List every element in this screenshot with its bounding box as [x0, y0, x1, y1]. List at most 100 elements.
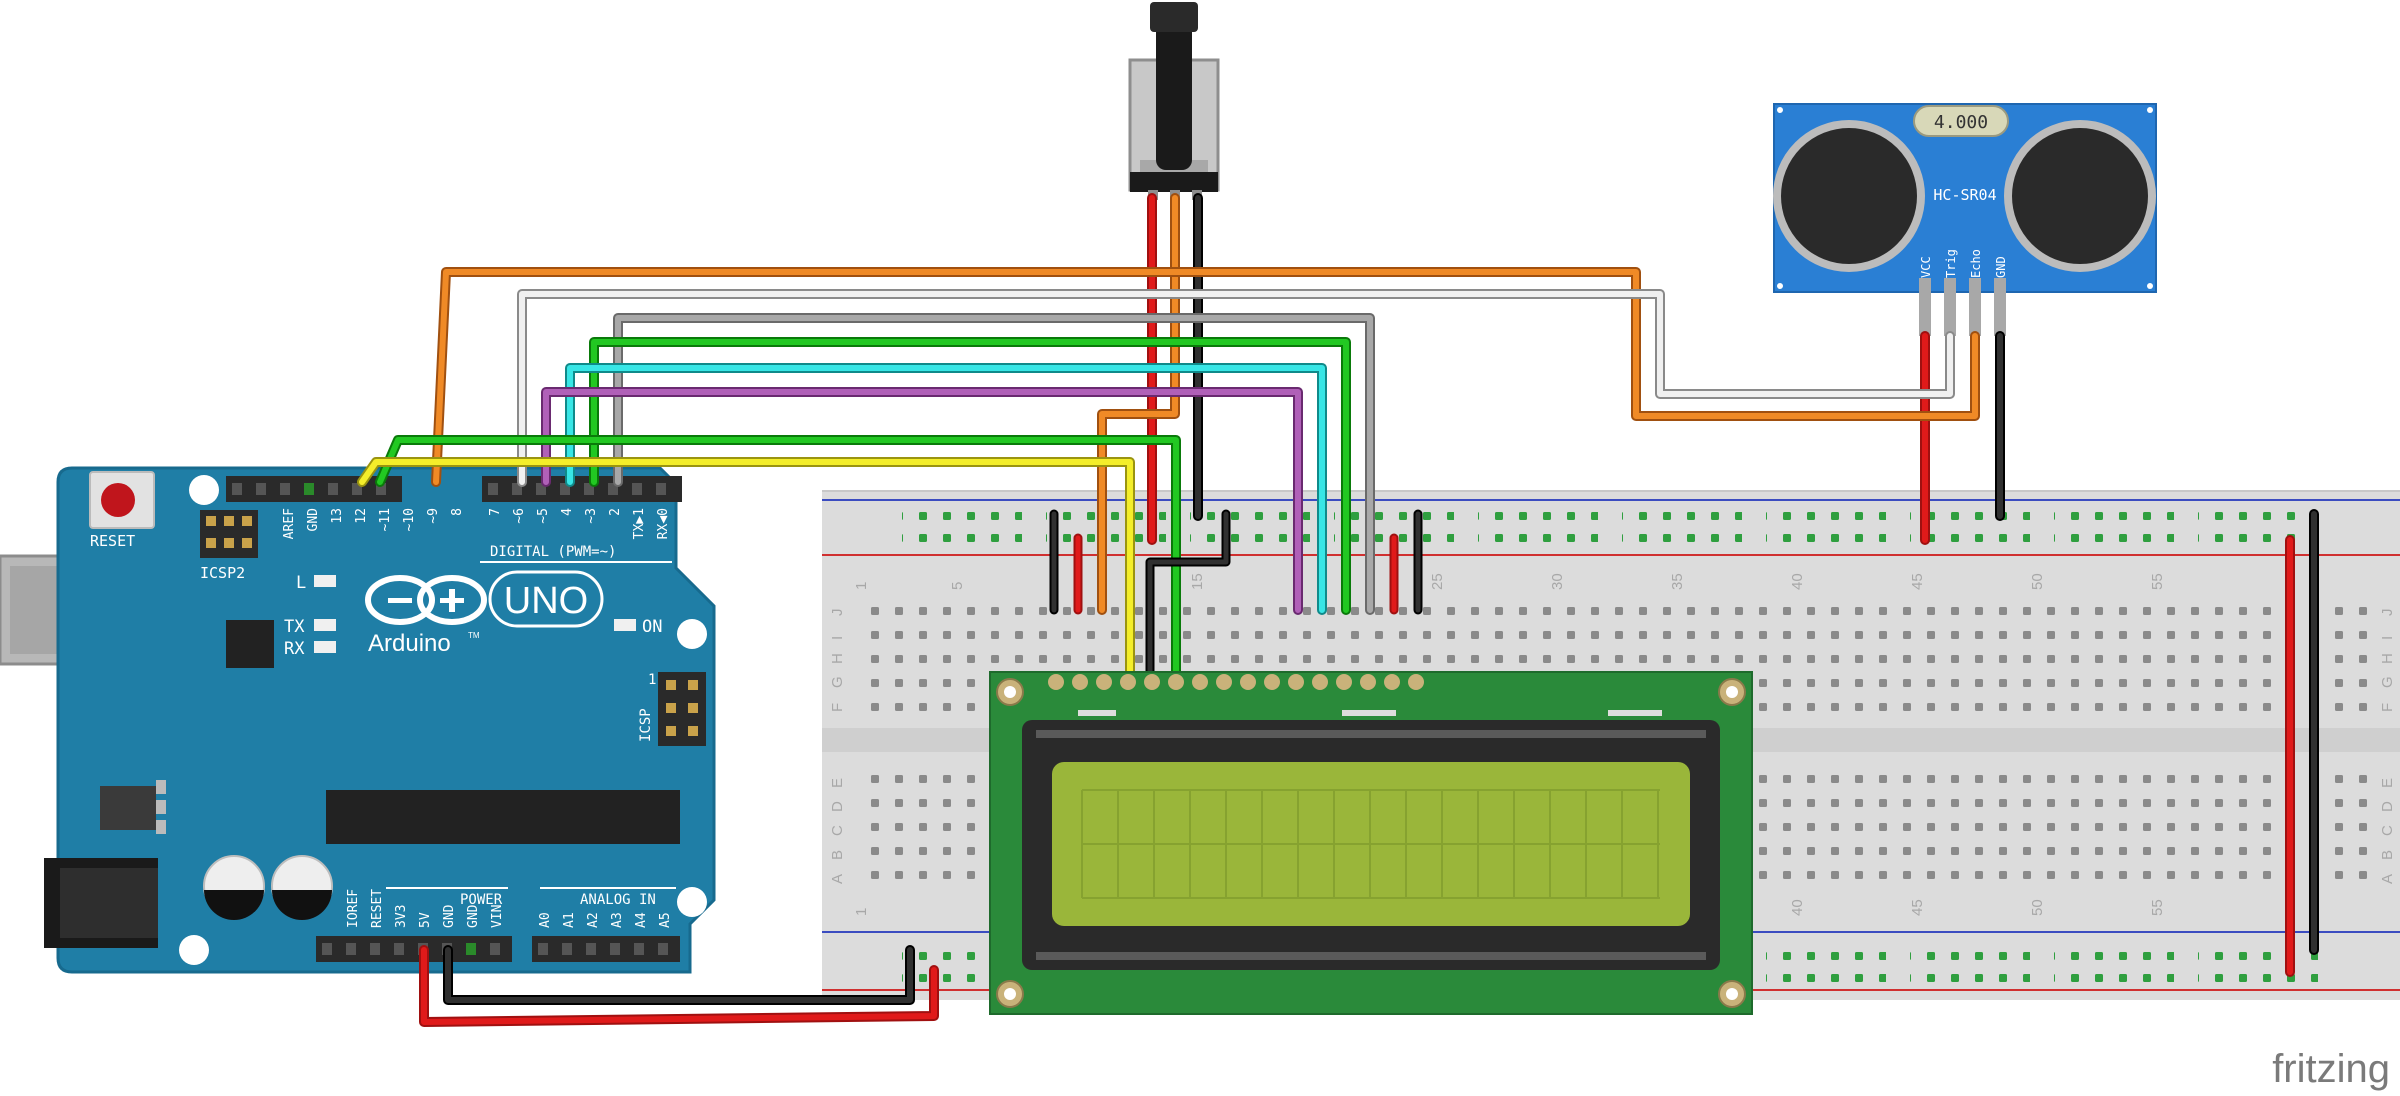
crystal — [1913, 105, 2009, 137]
svg-text:25: 25 — [1429, 573, 1446, 590]
svg-text:~9: ~9 — [426, 508, 441, 524]
led-on — [614, 619, 636, 631]
column-numbers-bottom: 1 40 45 50 55 — [853, 899, 2166, 916]
arduino-brand: Arduino — [368, 630, 451, 657]
svg-text:Echo: Echo — [1969, 249, 1983, 278]
svg-text:GND: GND — [442, 904, 457, 928]
trademark: TM — [468, 631, 480, 640]
icsp-header — [658, 672, 706, 746]
arduino-logo — [365, 570, 604, 628]
sensor-model: HC-SR04 — [1933, 186, 1996, 204]
svg-text:15: 15 — [1189, 573, 1206, 590]
uno-label: UNO — [504, 580, 588, 622]
svg-text:8: 8 — [450, 508, 465, 516]
svg-text:GND: GND — [466, 904, 481, 928]
arduino-pcb — [56, 466, 716, 974]
svg-text:A4: A4 — [634, 912, 649, 928]
power-header — [316, 936, 512, 962]
lcd-header-pins — [1048, 674, 1424, 690]
svg-text:Trig: Trig — [1944, 249, 1958, 278]
svg-text:30: 30 — [1549, 573, 1566, 590]
crystal-label: 4.000 — [1934, 112, 1988, 133]
svg-text:I: I — [2379, 636, 2396, 640]
svg-text:C: C — [2379, 825, 2396, 836]
svg-text:~10: ~10 — [402, 508, 417, 531]
digital-header — [226, 476, 682, 502]
reset-label: RESET — [90, 532, 135, 550]
icsp-label: ICSP — [638, 708, 654, 742]
svg-text:B: B — [2379, 850, 2396, 860]
svg-text:E: E — [829, 778, 846, 788]
svg-text:3V3: 3V3 — [394, 905, 409, 928]
led-l — [314, 575, 336, 587]
column-numbers-top: 1 5 15 25 30 35 40 45 50 55 — [853, 573, 2166, 590]
svg-text:RX◀0: RX◀0 — [656, 508, 671, 539]
fritzing-logo: fritzing — [2272, 1047, 2390, 1091]
svg-text:1: 1 — [853, 582, 870, 590]
svg-text:J: J — [829, 609, 846, 617]
lcd-character-grid — [1081, 789, 1660, 899]
analog-header — [532, 936, 680, 962]
svg-text:5V: 5V — [418, 912, 433, 928]
svg-text:H: H — [829, 653, 846, 664]
power-pin-labels: IOREF RESET 3V3 5V GND GND VIN — [346, 889, 505, 928]
led-tx — [314, 619, 336, 631]
svg-text:2: 2 — [608, 508, 623, 516]
atmega-chip — [326, 790, 680, 844]
reset-button[interactable] — [89, 471, 155, 529]
svg-text:A: A — [2379, 874, 2396, 884]
svg-text:55: 55 — [2149, 573, 2166, 590]
mounting-hole — [677, 887, 707, 917]
hc-sr04-sensor: 4.000 HC-SR04 VCC Trig Echo GND — [1773, 103, 2157, 336]
potentiometer — [1128, 2, 1220, 200]
svg-text:40: 40 — [1789, 899, 1806, 916]
icsp-pin-one: 1 — [648, 672, 656, 688]
transmitter — [1773, 120, 1925, 272]
receiver — [2004, 120, 2156, 272]
svg-text:GND: GND — [306, 508, 321, 532]
svg-text:12: 12 — [354, 508, 369, 524]
svg-text:B: B — [829, 850, 846, 860]
svg-text:IOREF: IOREF — [346, 889, 361, 928]
svg-text:35: 35 — [1669, 573, 1686, 590]
svg-text:55: 55 — [2149, 899, 2166, 916]
lcd-16x2-module — [989, 671, 1753, 1015]
svg-text:A5: A5 — [658, 912, 673, 928]
svg-text:D: D — [829, 801, 846, 812]
svg-text:5: 5 — [949, 582, 966, 590]
svg-text:1: 1 — [853, 908, 870, 916]
svg-text:A3: A3 — [610, 912, 625, 928]
svg-text:45: 45 — [1909, 573, 1926, 590]
svg-text:7: 7 — [488, 508, 503, 516]
svg-text:TX▶1: TX▶1 — [632, 508, 647, 539]
voltage-regulator — [100, 780, 166, 834]
svg-text:C: C — [829, 825, 846, 836]
digital-pin-labels: AREF GND 13 12 ~11 ~10 ~9 8 7 ~6 ~5 4 ~3… — [282, 508, 671, 539]
sensor-pin-labels: VCC Trig Echo GND — [1919, 249, 2008, 278]
usb-chip — [226, 620, 274, 668]
svg-text:45: 45 — [1909, 899, 1926, 916]
svg-text:G: G — [829, 676, 846, 688]
svg-text:H: H — [2379, 653, 2396, 664]
icsp2-label: ICSP2 — [200, 564, 245, 582]
led-tx-label: TX — [284, 617, 305, 637]
svg-text:G: G — [2379, 676, 2396, 688]
digital-label: DIGITAL (PWM=~) — [490, 544, 616, 560]
svg-text:~6: ~6 — [512, 508, 527, 524]
svg-text:VIN: VIN — [490, 905, 505, 928]
svg-text:AREF: AREF — [282, 508, 297, 539]
svg-text:4: 4 — [560, 508, 575, 516]
svg-text:RESET: RESET — [370, 889, 385, 928]
led-rx — [314, 641, 336, 653]
svg-text:E: E — [2379, 778, 2396, 788]
mounting-hole — [179, 935, 209, 965]
svg-text:40: 40 — [1789, 573, 1806, 590]
mounting-hole — [677, 619, 707, 649]
svg-text:D: D — [2379, 801, 2396, 812]
svg-text:~3: ~3 — [584, 508, 599, 524]
svg-text:13: 13 — [330, 508, 345, 524]
capacitor — [271, 855, 333, 920]
svg-text:50: 50 — [2029, 899, 2046, 916]
row-letters-right: J I H G F E D C B A — [2379, 609, 2396, 885]
